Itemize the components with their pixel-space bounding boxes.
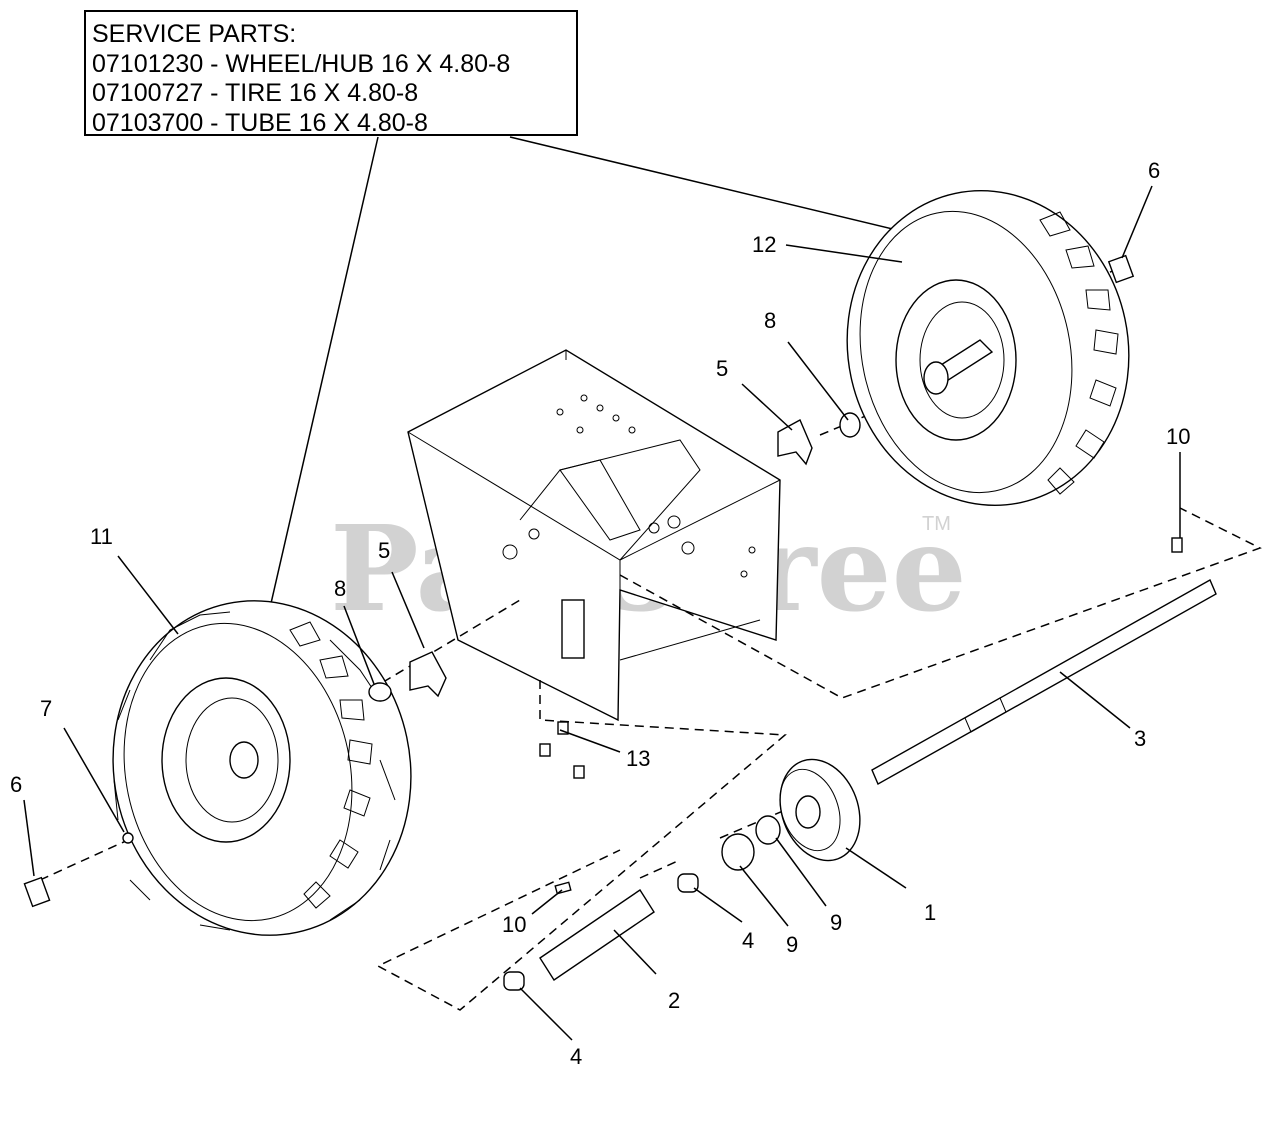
- drive-gear: [779, 758, 861, 862]
- callout-5-right: 5: [716, 356, 728, 381]
- callout-8-left: 8: [334, 576, 346, 601]
- axle-shaft: [871, 579, 1217, 785]
- callout-1: 1: [924, 900, 936, 925]
- callout-2: 2: [668, 988, 680, 1013]
- bushing-lower: [503, 971, 525, 991]
- wheel-assembly-left: [112, 600, 412, 936]
- callout-10-left: 10: [502, 912, 526, 937]
- assembly-line-left-axle: [39, 839, 129, 881]
- key-right: [1171, 537, 1183, 553]
- hub-cap-left: [23, 876, 51, 908]
- bearing-flange-right: [777, 419, 813, 466]
- bolts: [539, 721, 585, 779]
- callout-5-left: 5: [378, 538, 390, 563]
- leader-service-left: [257, 136, 379, 661]
- retaining-ring: [122, 832, 134, 844]
- frame-housing: [407, 349, 781, 722]
- watermark-trademark: TM: [922, 513, 951, 535]
- leader-service-right: [509, 136, 931, 239]
- hub-cap-right: [1107, 254, 1135, 284]
- service-part-line: 07101230 - WHEEL/HUB 16 X 4.80-8: [92, 49, 511, 78]
- callout-12: 12: [752, 232, 776, 257]
- sleeve-shaft: [539, 889, 655, 981]
- washer-9b: [721, 833, 755, 871]
- callout-4-upper: 4: [742, 928, 754, 953]
- callout-4-lower: 4: [570, 1044, 582, 1069]
- assembly-box-upper: [619, 507, 1262, 699]
- callout-9-right: 9: [830, 910, 842, 935]
- callout-13: 13: [626, 746, 650, 771]
- callout-11: 11: [90, 524, 113, 549]
- bushing-upper: [677, 873, 699, 893]
- key-left: [554, 881, 572, 895]
- callout-9-left: 9: [786, 932, 798, 957]
- washer-right: [839, 412, 861, 438]
- callout-6-right: 6: [1148, 158, 1160, 183]
- callout-10-right: 10: [1166, 424, 1190, 449]
- washer-left: [368, 682, 392, 702]
- callout-6-left: 6: [10, 772, 22, 797]
- callout-3: 3: [1134, 726, 1146, 751]
- service-parts-box: SERVICE PARTS: 07101230 - WHEEL/HUB 16 X…: [84, 10, 578, 137]
- washer-9a: [755, 815, 781, 845]
- assembly-box-lower: [376, 680, 787, 1011]
- service-part-line: 07103700 - TUBE 16 X 4.80-8: [92, 108, 428, 137]
- callout-7: 7: [40, 696, 52, 721]
- callout-leaders: [23, 185, 1181, 1041]
- service-part-line: 07100727 - TIRE 16 X 4.80-8: [92, 79, 419, 107]
- assembly-line-gear: [639, 807, 791, 879]
- wheel-assembly-right: [846, 190, 1130, 506]
- service-parts-heading: SERVICE PARTS:: [92, 20, 297, 48]
- callout-8-right: 8: [764, 308, 776, 333]
- bearing-flange-left: [409, 651, 447, 698]
